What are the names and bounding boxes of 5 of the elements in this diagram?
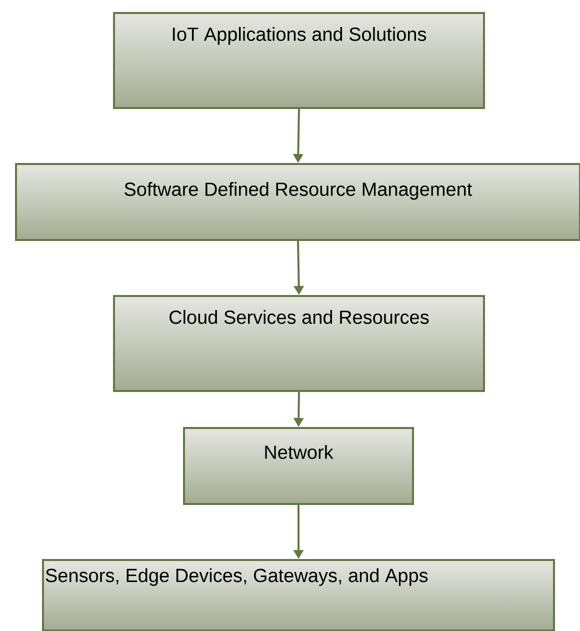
process-box: IoT Applications and Solutions — [113, 12, 485, 109]
process-box: Software Defined Resource Management — [15, 163, 580, 241]
process-box: Sensors, Edge Devices, Gateways, and Apps — [42, 559, 555, 631]
process-box: Network — [183, 427, 414, 505]
process-box: Cloud Services and Resources — [113, 295, 485, 392]
